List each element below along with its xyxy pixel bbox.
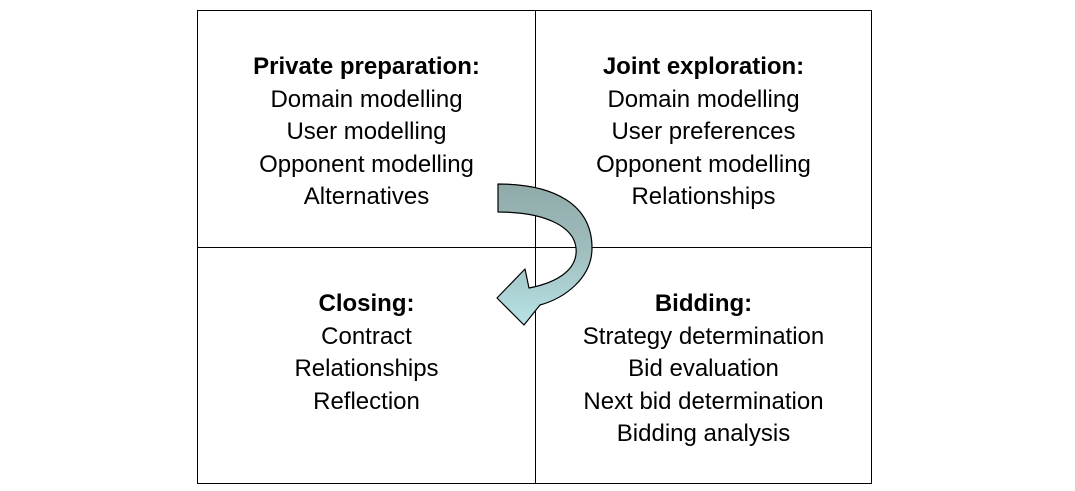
quadrant-item: Bid evaluation	[628, 355, 779, 382]
quadrant-item: Reflection	[313, 387, 420, 415]
quadrant-item: User preferences	[611, 118, 796, 145]
quadrant-item: Alternatives	[303, 183, 430, 210]
quadrant-private-preparation: Private preparation: Domain modelling Us…	[198, 51, 535, 214]
quadrant-closing: Closing: Contract Relationships Reflecti…	[198, 288, 535, 418]
phase-grid: Private preparation: Domain modelling Us…	[197, 10, 872, 484]
quadrant-item: Bidding analysis	[616, 420, 791, 447]
quadrant-item: Next bid determination	[583, 387, 824, 415]
quadrant-item: User modelling	[286, 118, 447, 145]
quadrant-item: Relationships	[294, 355, 439, 382]
quadrant-title: Closing:	[318, 290, 415, 317]
quadrant-item: Opponent modelling	[259, 150, 474, 178]
horizontal-divider	[198, 247, 871, 248]
quadrant-item: Domain modelling	[607, 85, 800, 113]
quadrant-title: Private preparation:	[253, 53, 480, 80]
quadrant-item: Domain modelling	[270, 85, 463, 113]
quadrant-joint-exploration: Joint exploration: Domain modelling User…	[535, 51, 872, 214]
quadrant-title: Joint exploration:	[602, 53, 805, 80]
quadrant-item: Strategy determination	[582, 322, 825, 350]
quadrant-item: Relationships	[631, 183, 776, 210]
quadrant-item: Opponent modelling	[596, 150, 811, 178]
quadrant-item: Contract	[321, 322, 412, 350]
quadrant-bidding: Bidding: Strategy determination Bid eval…	[535, 288, 872, 451]
quadrant-title: Bidding:	[654, 290, 753, 317]
